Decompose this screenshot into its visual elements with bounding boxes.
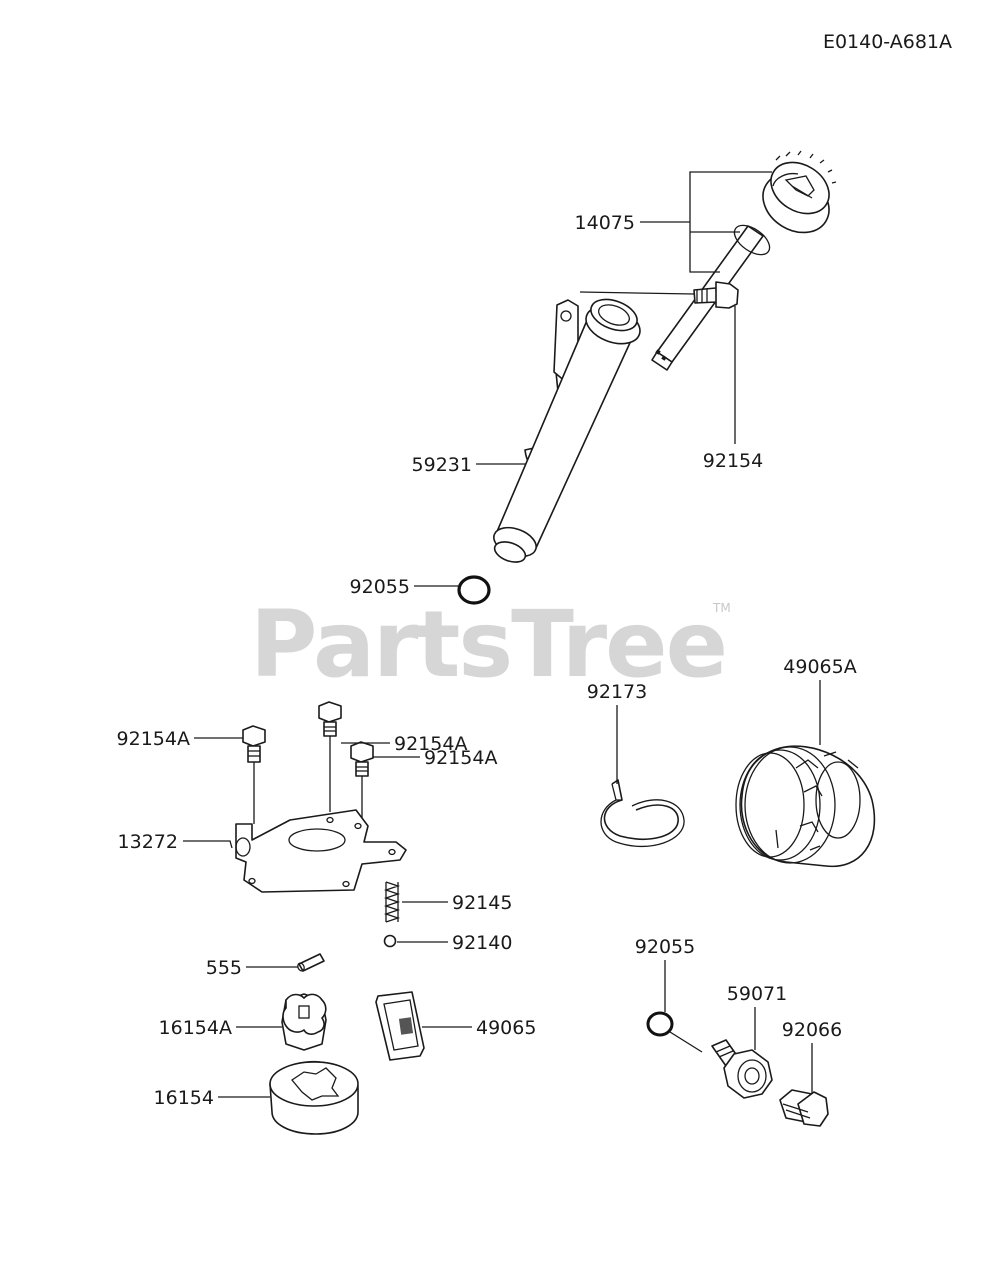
- part-59071-fitting[interactable]: [711, 1039, 773, 1099]
- callout-14075: 14075: [575, 212, 635, 234]
- part-59231-dipstick-tube[interactable]: [490, 294, 645, 566]
- callout-555: 555: [206, 957, 242, 979]
- leader-92154-a: [579, 291, 695, 295]
- part-555-pin[interactable]: [297, 953, 325, 972]
- leader-92055-bottom-to-fitting: [669, 1031, 703, 1053]
- part-92173-clamp[interactable]: [600, 779, 685, 847]
- part-92055-o-ring-bottom[interactable]: [646, 1011, 674, 1037]
- callout-92154: 92154: [703, 450, 763, 472]
- part-92154A-bolt-2[interactable]: [318, 701, 342, 737]
- callout-92140: 92140: [452, 932, 512, 954]
- callout-92154A-2: 92154A: [394, 733, 467, 755]
- callout-16154A: 16154A: [159, 1017, 232, 1039]
- part-13272-plate[interactable]: [235, 809, 407, 893]
- callout-92173: 92173: [587, 681, 647, 703]
- callout-59231: 59231: [412, 454, 472, 476]
- part-49065A-oil-filter[interactable]: [735, 745, 876, 868]
- part-92066-plug[interactable]: [779, 1089, 829, 1127]
- part-49065-screen[interactable]: [375, 991, 425, 1061]
- part-92140-ball[interactable]: [383, 934, 397, 948]
- part-92154A-bolt-3[interactable]: [350, 741, 374, 777]
- callout-16154: 16154: [154, 1087, 214, 1109]
- callout-92154A-1: 92154A: [117, 728, 190, 750]
- callout-13272: 13272: [118, 831, 178, 853]
- callout-59071: 59071: [727, 983, 787, 1005]
- watermark: PartsTree TM: [250, 591, 731, 698]
- callout-92145: 92145: [452, 892, 512, 914]
- part-92154-bolt[interactable]: [693, 281, 739, 309]
- callout-49065A: 49065A: [783, 656, 856, 678]
- diagram-code: E0140-A681A: [823, 31, 952, 53]
- part-92145-spring[interactable]: [383, 881, 401, 923]
- watermark-trademark: TM: [712, 601, 731, 615]
- part-92055-o-ring-top[interactable]: [457, 575, 491, 605]
- watermark-text: PartsTree: [250, 591, 726, 698]
- leader-14075: [640, 171, 772, 273]
- leader-13272: [183, 840, 233, 849]
- callout-92055-bottom: 92055: [635, 936, 695, 958]
- part-16154-outer-rotor[interactable]: [269, 1060, 359, 1135]
- callout-92066: 92066: [782, 1019, 842, 1041]
- callout-49065: 49065: [476, 1017, 536, 1039]
- callout-92154A-3: 92154A: [424, 747, 497, 769]
- part-16154A-inner-rotor[interactable]: [281, 993, 327, 1051]
- part-14075-dipstick[interactable]: [651, 150, 840, 371]
- callout-92055-top: 92055: [350, 576, 410, 598]
- part-92154A-bolt-1[interactable]: [242, 725, 266, 763]
